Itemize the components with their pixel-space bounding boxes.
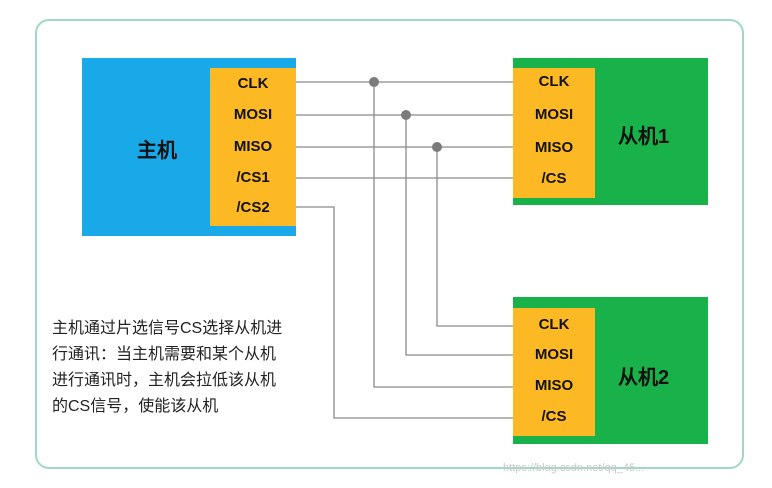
- slave1-pin-mosi: MOSI: [534, 106, 574, 123]
- slave2-pin-block: CLK MOSI MISO /CS: [513, 308, 595, 436]
- host-pin-miso: MISO: [233, 138, 273, 155]
- slave1-title: 从机1: [618, 126, 670, 148]
- wire-clk-branch: [436, 147, 513, 327]
- host-pin-block: CLK MOSI MISO /CS1 /CS2: [210, 68, 296, 226]
- slave1-pin-block: CLK MOSI MISO /CS: [513, 68, 595, 198]
- junction-dot: [401, 110, 411, 120]
- junction-dot: [369, 77, 379, 87]
- slave1-pin-clk: CLK: [538, 73, 570, 90]
- host-pin-mosi: MOSI: [233, 106, 273, 123]
- slave1-device: CLK MOSI MISO /CS 从机1: [513, 58, 708, 205]
- wire-cs2: [296, 206, 513, 419]
- note-line: 主机通过片选信号CS选择从机进: [52, 320, 283, 337]
- slave2-device: CLK MOSI MISO /CS 从机2: [513, 297, 708, 444]
- slave2-title: 从机2: [618, 367, 670, 389]
- slave1-pin-miso: MISO: [534, 139, 574, 156]
- slave2-pin-miso: MISO: [534, 377, 574, 394]
- note-line: 行通讯：当主机需要和某个从机: [52, 346, 277, 363]
- slave2-pin-mosi: MOSI: [534, 346, 574, 363]
- slave1-pin-cs: /CS: [541, 170, 567, 187]
- wire-mosi-branch: [405, 115, 513, 356]
- slave2-pin-cs: /CS: [541, 408, 567, 425]
- slave2-pin-clk: CLK: [538, 316, 570, 333]
- note-line: 的CS信号，使能该从机: [52, 398, 219, 415]
- junction-dot: [432, 142, 442, 152]
- host-pin-clk: CLK: [237, 75, 269, 92]
- description-text: 主机通过片选信号CS选择从机进 行通讯：当主机需要和某个从机 进行通讯时，主机会…: [52, 316, 344, 420]
- note-line: 进行通讯时，主机会拉低该从机: [52, 372, 277, 389]
- source-watermark: https://blog.csdn.net/qq_45...: [503, 462, 645, 474]
- host-pin-cs1: /CS1: [236, 169, 270, 186]
- host-pin-cs2: /CS2: [236, 199, 270, 216]
- host-device: 主机 CLK MOSI MISO /CS1 /CS2: [82, 58, 296, 236]
- host-title: 主机: [137, 140, 177, 162]
- wire-miso-branch: [373, 82, 513, 388]
